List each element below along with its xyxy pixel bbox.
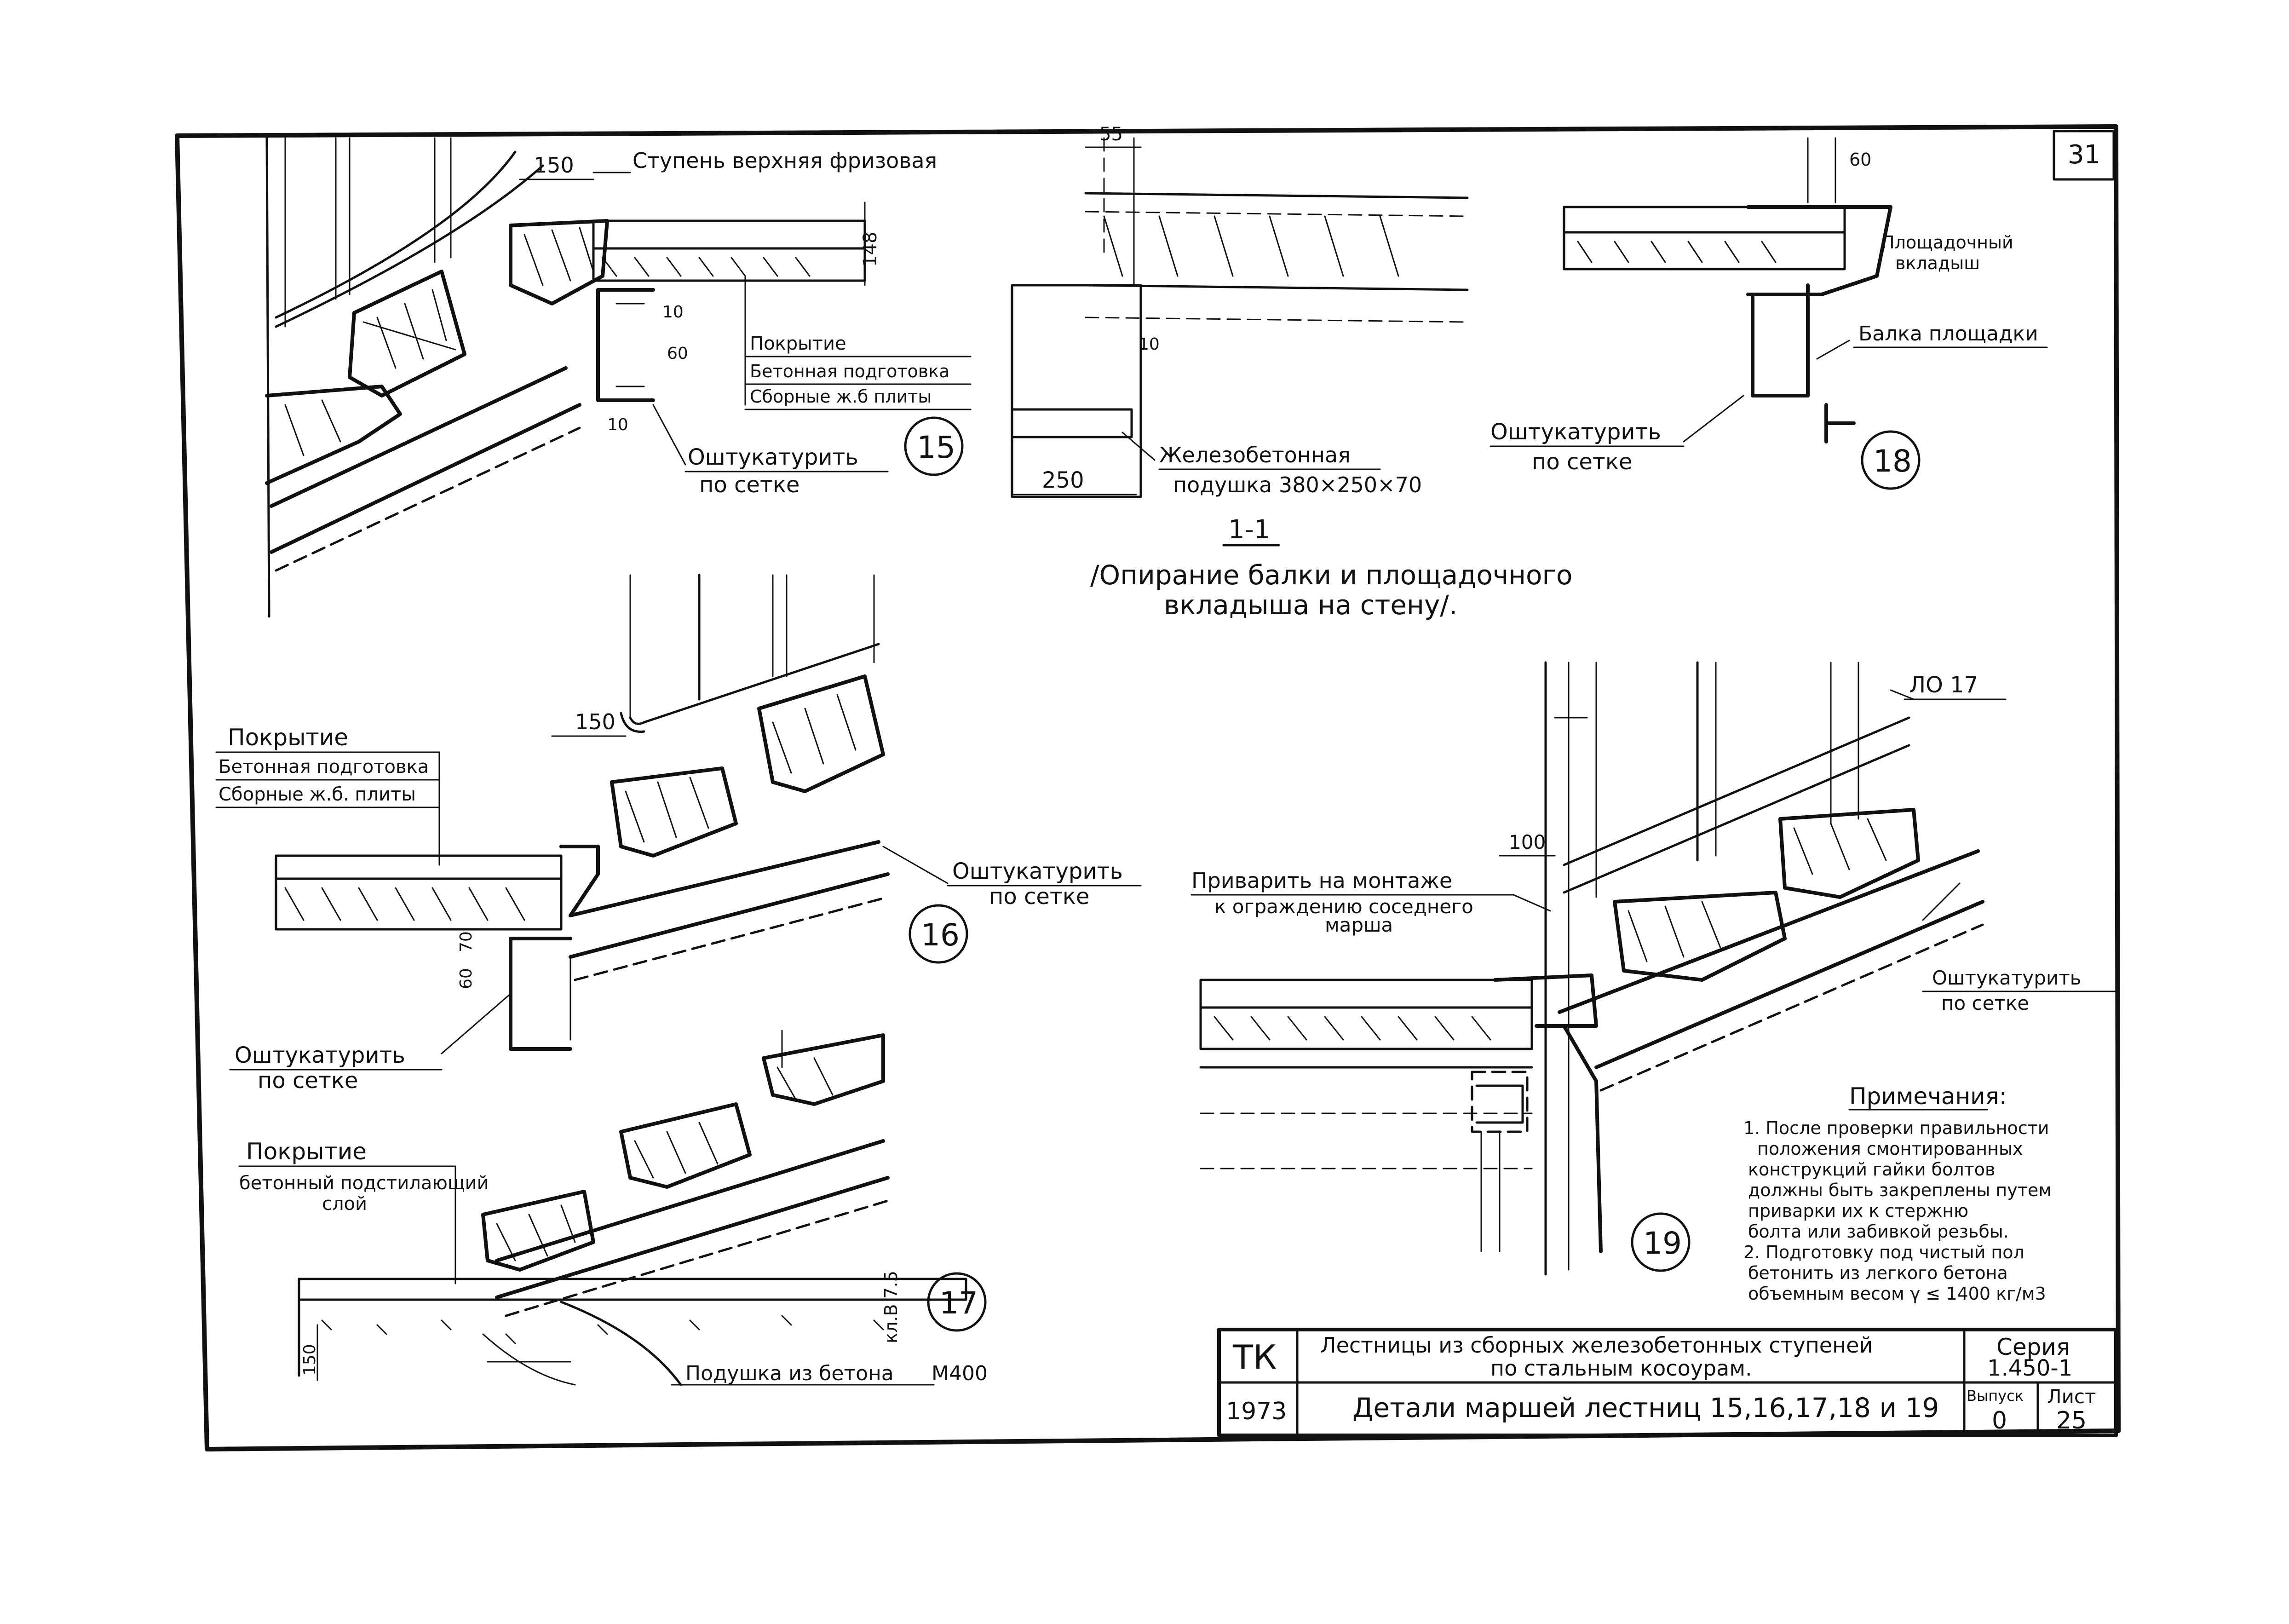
plaster-label-2: по сетке [1941, 992, 2029, 1014]
callout-16 [909, 904, 968, 964]
dim-10-bottom: 10 [607, 415, 628, 434]
note-line-9: объемным весом γ ≤ 1400 кг/м3 [1748, 1284, 2046, 1304]
callout-15 [904, 416, 964, 476]
note-line-1: 1. После проверки правильности [1743, 1118, 2049, 1138]
series-label: Серия [1996, 1334, 2070, 1360]
year: 1973 [1226, 1398, 1287, 1425]
pad-label-1: Железобетонная [1159, 443, 1351, 467]
top-step-label: Ступень верхняя фризовая [633, 148, 937, 173]
layer-covering: Покрытие [228, 724, 348, 751]
note-line-6: болта или забивкой резьбы. [1748, 1221, 2009, 1242]
plaster-label-1: Оштукатурить [688, 444, 858, 470]
dim-10: 10 [662, 303, 684, 322]
note-line-3: конструкций гайки болтов [1748, 1159, 1995, 1180]
insert-label-1: Площадочный [1881, 232, 2013, 253]
sheet-label: Лист [2047, 1385, 2096, 1408]
detail-section-1-1: 55 10 250 Железобетонная подушка 380×250… [1011, 124, 1572, 621]
plaster-label-1: Оштукатурить [1932, 967, 2081, 989]
plaster-left-2: по сетке [258, 1068, 358, 1094]
plaster-label-1: Оштукатурить [1490, 419, 1661, 445]
notes-block: Примечания: 1. После проверки правильнос… [1743, 1083, 2052, 1304]
plaster-right-1: Оштукатурить [952, 858, 1123, 884]
dim-60: 60 [1849, 150, 1871, 170]
plaster-right-2: по сетке [989, 884, 1089, 910]
callout-17-number: 17 [939, 1285, 978, 1321]
section-title-1: /Опирание балки и площадочного [1090, 559, 1572, 591]
dim-150: 150 [300, 1344, 319, 1376]
layer-concrete-prep: Бетонная подготовка [750, 361, 949, 381]
layer-covering: Покрытие [750, 333, 846, 354]
callout-15-number: 15 [917, 430, 955, 465]
pad-label: Подушка из бетона [685, 1362, 894, 1385]
detail-19: ЛО 17 100 Приварить на монтаже к огражде… [1191, 661, 2117, 1276]
series-value: 1.450-1 [1987, 1355, 2072, 1381]
layer-underlay-1: бетонный подстилающий [239, 1173, 489, 1194]
detail-15: 150 148 10 60 10 Ступень верхняя фризова… [265, 137, 972, 618]
sheet-number: 31 [2068, 140, 2100, 170]
pad-label-2: подушка 380×250×70 [1173, 472, 1422, 497]
detail-17: Покрытие бетонный подстилающий слой 150 … [238, 1030, 988, 1386]
detail-18: 60 Площадочный вкладыш Балка площадки Ош… [1490, 137, 2048, 490]
dim-100: 100 [1509, 831, 1546, 853]
weld-label-3: марша [1325, 914, 1393, 936]
note-line-7: 2. Подготовку под чистый пол [1743, 1242, 2024, 1262]
plaster-label-2: по сетке [1532, 449, 1632, 475]
sheet-frame: 31 [175, 124, 2121, 1451]
plaster-left-1: Оштукатурить [235, 1042, 405, 1068]
sheet-value: 25 [2056, 1407, 2087, 1434]
notes-title: Примечания: [1849, 1083, 2007, 1110]
section-title-2: вкладыша на стену/. [1164, 589, 1457, 621]
dim-10: 10 [1139, 335, 1160, 354]
dim-60: 60 [667, 344, 688, 363]
layer-underlay-2: слой [322, 1193, 367, 1215]
callout-16-number: 16 [921, 917, 960, 953]
layer-concrete-prep: Бетонная подготовка [219, 756, 429, 777]
dim-70: 70 [457, 931, 476, 952]
pad-grade: М400 [932, 1362, 988, 1385]
beam-label: Балка площадки [1858, 322, 2038, 346]
callout-18-number: 18 [1873, 443, 1912, 479]
callout-17 [927, 1272, 987, 1332]
dim-150: 150 [575, 709, 615, 734]
callout-19 [1631, 1212, 1691, 1272]
mark-label: ЛО 17 [1909, 672, 1978, 698]
dim-150: 150 [534, 153, 574, 178]
note-line-8: бетонить из легкого бетона [1748, 1263, 2008, 1283]
weld-label-2: к ограждению соседнего [1214, 895, 1473, 918]
concrete-grade: кл.В 7.5 [881, 1271, 901, 1343]
detail-16: 150 60 70 Покрытие Бетонная подготовка С… [215, 574, 1142, 1094]
dim-148: 148 [860, 232, 881, 267]
insert-label-2: вкладыш [1895, 253, 1980, 273]
layer-covering: Покрытие [246, 1138, 367, 1165]
section-mark: 1-1 [1228, 515, 1270, 545]
issue-value: 0 [1992, 1407, 2007, 1434]
dim-55: 55 [1099, 124, 1123, 145]
issue-label: Выпуск [1967, 1387, 2024, 1405]
note-line-5: приварки их к стержню [1748, 1201, 1968, 1221]
callout-19-number: 19 [1643, 1226, 1682, 1261]
layer-precast-slabs: Сборные ж.б. плиты [219, 784, 416, 805]
title-line-1: Лестницы из сборных железобетонных ступе… [1320, 1333, 1873, 1358]
layer-precast-slabs: Сборные ж.б плиты [750, 386, 932, 407]
subtitle: Детали маршей лестниц 15,16,17,18 и 19 [1352, 1392, 1939, 1423]
dim-60: 60 [457, 968, 476, 989]
weld-label-1: Приварить на монтаже [1191, 868, 1452, 893]
title-line-2: по стальным косоурам. [1490, 1356, 1752, 1381]
note-line-4: должны быть закреплены путем [1748, 1180, 2052, 1200]
plaster-label-2: по сетке [699, 472, 799, 498]
org-code: ТК [1232, 1338, 1277, 1376]
dim-250: 250 [1042, 467, 1084, 493]
title-block: ТК 1973 Лестницы из сборных железобетонн… [1217, 1328, 2118, 1437]
note-line-2: положения смонтированных [1757, 1139, 2023, 1159]
callout-18 [1861, 430, 1921, 490]
